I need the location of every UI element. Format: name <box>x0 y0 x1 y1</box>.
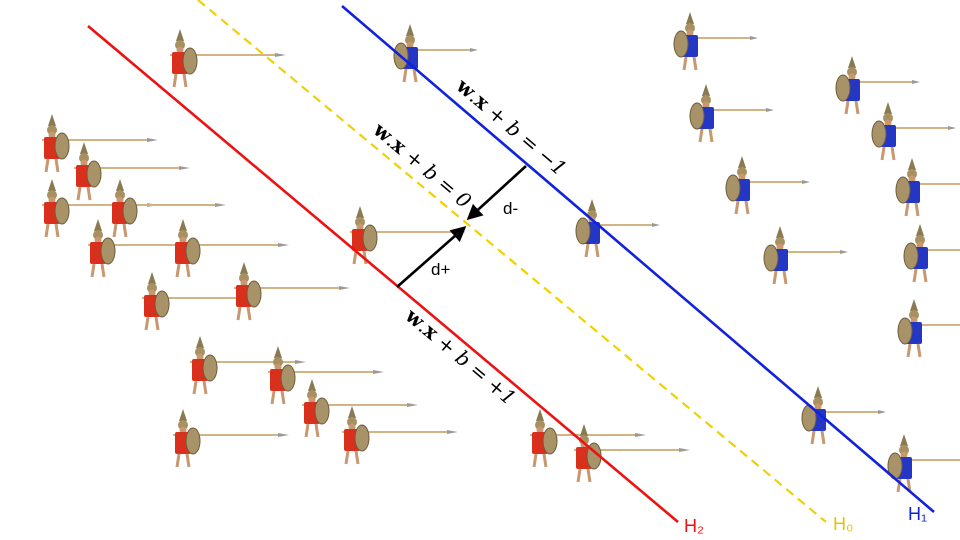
svg-text:w.x + b = −1: w.x + b = −1 <box>451 73 571 181</box>
blue-soldier <box>688 82 776 144</box>
blue-soldier <box>762 224 850 286</box>
blue-soldier <box>672 10 760 72</box>
svg-text:w.x + b = 0: w.x + b = 0 <box>368 117 476 213</box>
red-soldier <box>171 407 291 469</box>
red-soldier <box>340 404 460 466</box>
equation-h1: w.x + b = −1 <box>451 73 571 181</box>
d-plus-label: d+ <box>431 260 450 279</box>
red-soldier <box>108 177 228 239</box>
blue-soldier <box>392 22 480 84</box>
red-soldiers <box>40 27 692 484</box>
equation-h2-rest: + b = +1 <box>428 326 521 410</box>
d-minus-arrow <box>466 165 527 221</box>
blue-soldier <box>896 297 960 359</box>
svg-text:w.x + b = +1: w.x + b = +1 <box>400 303 521 410</box>
h0-label: H₀ <box>833 514 853 534</box>
blue-soldier <box>902 222 960 284</box>
blue-soldier <box>834 54 922 116</box>
equation-h0: w.x + b = 0 <box>368 117 476 213</box>
red-soldier <box>348 204 468 266</box>
blue-soldier <box>870 100 958 162</box>
blue-soldier <box>724 154 812 216</box>
equation-h2: w.x + b = +1 <box>400 303 521 410</box>
hyperplane-h0-line <box>197 0 827 523</box>
h1-label: H₁ <box>908 504 927 524</box>
red-soldier <box>171 217 291 279</box>
red-soldier <box>572 422 692 484</box>
d-plus-arrow <box>396 225 467 288</box>
d-minus-label: d- <box>503 199 518 218</box>
blue-soldier <box>894 156 960 218</box>
h2-label: H₂ <box>684 516 704 536</box>
red-soldier <box>72 140 192 202</box>
red-soldier <box>232 260 352 322</box>
hyperplane-h1-line <box>341 5 935 513</box>
red-soldier <box>266 344 386 406</box>
equation-h0-rest: + b = 0 <box>396 140 476 213</box>
red-soldier <box>40 112 160 174</box>
blue-soldier <box>574 197 662 259</box>
hyperplane-h2-line <box>87 25 679 523</box>
